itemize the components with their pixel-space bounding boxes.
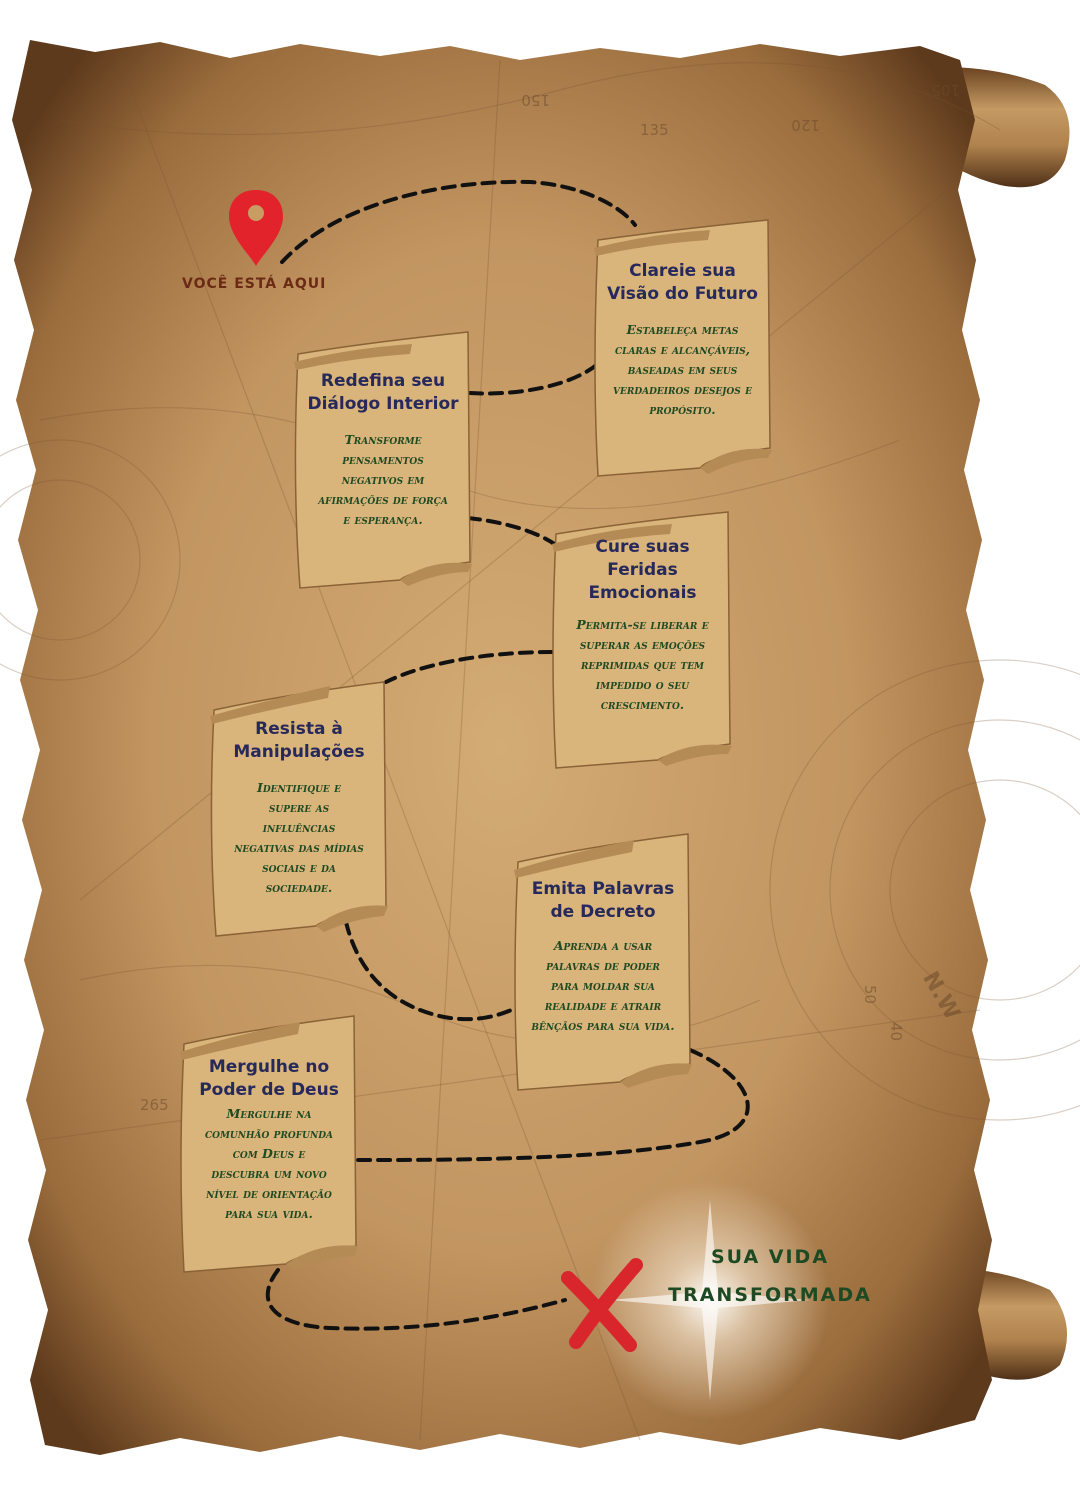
step-card-decree-words: Emita Palavras de Decreto Aprenda a usar… (512, 832, 694, 1090)
step-title: Cure suas Feridas Emocionais (588, 536, 698, 605)
you-are-here-label: VOCÊ ESTÁ AQUI (182, 276, 342, 292)
step-title: Redefina seu Diálogo Interior (306, 370, 460, 416)
step-card-emotional-wounds: Cure suas Feridas Emocionais Permita-se … (550, 510, 735, 768)
step-description: Aprenda a usar palavras de poder para mo… (531, 936, 676, 1036)
step-description: Transforme pensamentos negativos em afir… (316, 430, 451, 530)
step-description: Mergulhe na comunhão profunda com Deus e… (204, 1104, 334, 1224)
map-number: 135 (640, 121, 669, 139)
step-card-vision: Clareie sua Visão do Futuro Estabeleça m… (590, 218, 775, 476)
step-title: Mergulhe no Poder de Deus (192, 1056, 346, 1102)
destination-line-1: SUA VIDA (660, 1238, 880, 1276)
step-card-inner-dialogue: Redefina seu Diálogo Interior Transforme… (292, 330, 474, 588)
map-number: 50 (861, 985, 879, 1004)
map-number: 105 (931, 81, 960, 99)
step-description: Identifique e supere as influências nega… (234, 778, 364, 898)
step-title: Emita Palavras de Decreto (526, 878, 680, 924)
map-number: 265 (140, 1096, 169, 1114)
step-card-power-of-god: Mergulhe no Poder de Deus Mergulhe na co… (178, 1014, 360, 1272)
map-number: 150 (521, 91, 550, 109)
destination-line-2: TRANSFORMADA (660, 1276, 880, 1314)
step-card-manipulations: Resista à Manipulações Identifique e sup… (208, 680, 390, 936)
destination-label: SUA VIDA TRANSFORMADA (660, 1238, 880, 1314)
step-title: Clareie sua Visão do Futuro (606, 260, 759, 306)
step-description: Estabeleça metas claras e alcançáveis, b… (608, 320, 758, 420)
map-number: 120 (791, 116, 820, 134)
map-number: 40 (887, 1022, 905, 1041)
step-title: Resista à Manipulações (222, 718, 376, 764)
step-description: Permita-se liberar e superar as emoções … (568, 615, 718, 715)
